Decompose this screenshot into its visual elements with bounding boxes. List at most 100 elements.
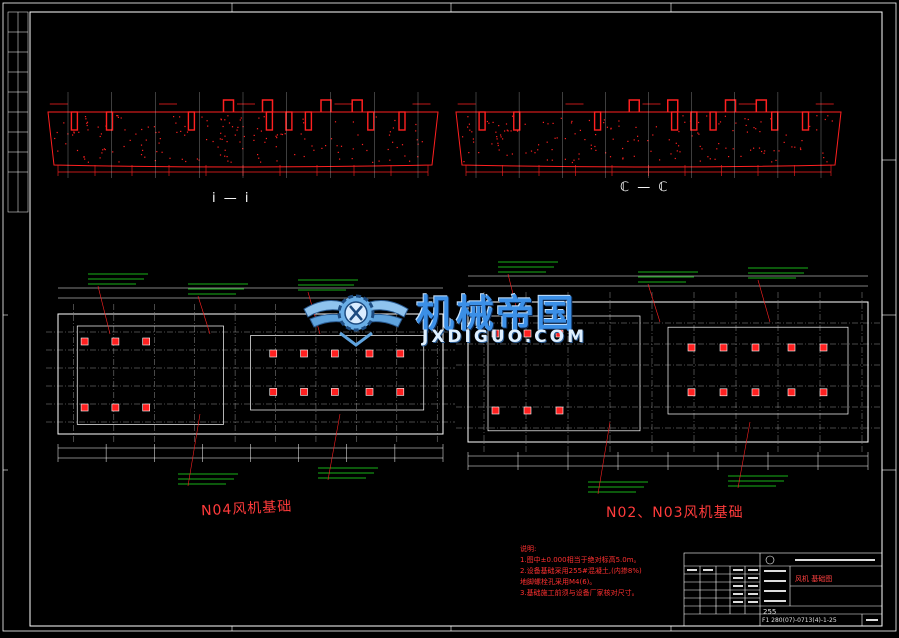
concrete-hatch (321, 147, 323, 149)
concrete-hatch (173, 116, 175, 118)
concrete-hatch (763, 152, 765, 154)
concrete-hatch (498, 149, 500, 151)
concrete-hatch (537, 149, 539, 151)
concrete-hatch (280, 133, 282, 135)
concrete-hatch (594, 145, 596, 148)
anchor-hole (687, 343, 696, 352)
concrete-hatch (87, 161, 89, 163)
concrete-hatch (260, 130, 262, 132)
concrete-hatch (184, 134, 186, 136)
concrete-hatch (421, 141, 423, 143)
concrete-hatch (416, 139, 418, 141)
pedestal (628, 99, 640, 112)
concrete-hatch (404, 155, 406, 157)
anchor-hole (331, 349, 339, 358)
concrete-hatch (571, 161, 573, 164)
concrete-hatch (87, 129, 89, 131)
concrete-hatch (570, 122, 573, 124)
callout-leader (327, 413, 341, 481)
concrete-hatch (212, 140, 214, 143)
concrete-hatch (161, 151, 163, 153)
concrete-hatch (462, 136, 464, 138)
concrete-hatch (226, 156, 228, 158)
plan-view-n04 (46, 273, 455, 487)
concrete-hatch (234, 134, 236, 136)
concrete-hatch (158, 131, 160, 133)
concrete-hatch (670, 153, 672, 155)
concrete-hatch (401, 144, 404, 146)
anchor-pocket (70, 111, 79, 131)
concrete-hatch (698, 133, 700, 135)
concrete-hatch (504, 130, 506, 132)
concrete-hatch (668, 139, 670, 141)
callout-leader (757, 279, 771, 323)
anchor-hole (269, 349, 278, 358)
notes-line-1: 1.图中±0.000相当于绝对标高5.0m。 (520, 556, 641, 564)
pedestal (724, 99, 737, 112)
concrete-hatch (699, 160, 701, 162)
concrete-hatch (392, 141, 394, 143)
concrete-hatch (409, 160, 411, 162)
title-block-cells-text (687, 559, 878, 621)
concrete-hatch (472, 138, 474, 140)
concrete-hatch (135, 133, 137, 135)
callout-leader (737, 421, 751, 489)
watermark-en: JXDIGUO.COM (422, 327, 588, 347)
concrete-hatch (275, 135, 277, 137)
concrete-hatch (222, 125, 224, 128)
concrete-hatch (396, 146, 398, 149)
concrete-hatch (468, 123, 470, 125)
concrete-hatch (357, 134, 359, 136)
anchor-pocket (478, 111, 486, 131)
concrete-hatch (500, 136, 502, 138)
anchor-hole (142, 337, 150, 346)
concrete-hatch (224, 135, 226, 137)
concrete-hatch (117, 115, 119, 117)
notes-line-4: 3.基础施工前须与设备厂家核对尺寸。 (520, 589, 639, 597)
section-view-i (47, 92, 439, 178)
concrete-hatch (603, 119, 605, 121)
concrete-hatch (507, 130, 509, 132)
concrete-hatch (538, 144, 540, 146)
anchor-hole (300, 388, 308, 396)
concrete-hatch (311, 145, 313, 147)
concrete-hatch (352, 121, 354, 123)
concrete-hatch (140, 144, 143, 146)
pedestal (222, 99, 235, 112)
concrete-hatch (506, 129, 508, 131)
concrete-hatch (300, 133, 302, 135)
concrete-hatch (699, 145, 701, 147)
concrete-hatch (764, 150, 766, 152)
concrete-hatch (760, 121, 762, 123)
anchor-hole (491, 329, 500, 338)
gear-wings-icon (303, 294, 409, 347)
concrete-hatch (603, 122, 605, 124)
watermark-cn: 机械帝国 (416, 292, 577, 336)
concrete-hatch (732, 130, 734, 132)
concrete-hatch (502, 138, 504, 140)
concrete-hatch (622, 158, 624, 160)
anchor-pocket (513, 111, 521, 131)
concrete-hatch (265, 137, 267, 140)
concrete-hatch (691, 135, 693, 137)
concrete-hatch (775, 159, 777, 161)
concrete-hatch (554, 137, 556, 139)
concrete-hatch (492, 121, 494, 123)
concrete-hatch (104, 149, 106, 151)
anchor-hole (300, 349, 308, 358)
concrete-hatch (144, 156, 146, 158)
concrete-hatch (473, 141, 475, 143)
concrete-hatch (556, 137, 558, 139)
concrete-hatch (755, 128, 757, 130)
title-block (683, 552, 883, 627)
concrete-hatch (372, 161, 374, 163)
concrete-hatch (588, 119, 590, 122)
concrete-hatch (417, 156, 419, 158)
concrete-hatch (471, 131, 473, 133)
anchor-pocket (304, 111, 313, 131)
anchor-hole (819, 343, 828, 352)
concrete-hatch (388, 134, 391, 136)
concrete-hatch (707, 156, 709, 158)
concrete-hatch (496, 138, 498, 140)
